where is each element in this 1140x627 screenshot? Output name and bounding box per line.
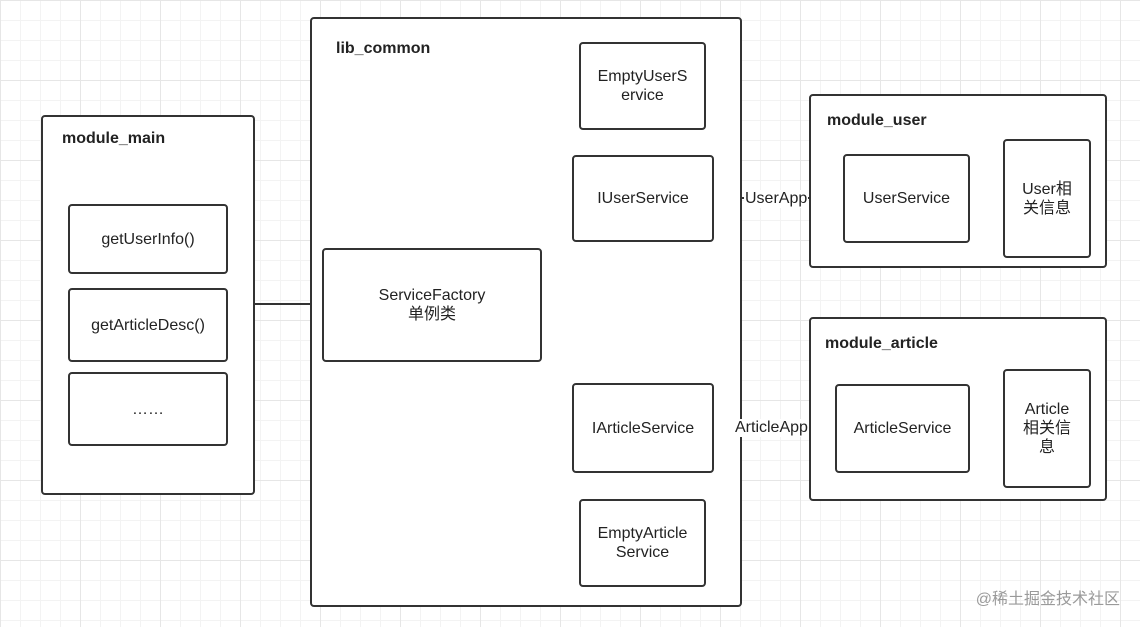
user-app-edge-label: UserApp (744, 190, 809, 208)
empty-article-service-node: EmptyArticle Service (579, 499, 706, 587)
module-main-label: module_main (62, 130, 166, 147)
i-article-service-node: IArticleService (572, 383, 714, 473)
watermark: @稀土掘金技术社区 (975, 591, 1120, 608)
module-user-label: module_user (827, 112, 927, 129)
get-user-info-node: getUserInfo() (68, 204, 228, 274)
module-article-label: module_article (825, 335, 938, 352)
user-info-node: User相 关信息 (1003, 139, 1091, 258)
article-service-node: ArticleService (835, 384, 970, 473)
user-service-node: UserService (843, 154, 970, 243)
article-info-node: Article 相关信 息 (1003, 369, 1091, 488)
lib-common-label: lib_common (336, 40, 431, 57)
get-article-desc-node: getArticleDesc() (68, 288, 228, 362)
service-factory-node: ServiceFactory 单例类 (322, 248, 542, 362)
empty-user-service-node: EmptyUserS ervice (579, 42, 706, 130)
ellipsis-node: …… (68, 372, 228, 446)
article-app-edge-label: ArticleApp (734, 419, 809, 437)
i-user-service-node: IUserService (572, 155, 714, 242)
